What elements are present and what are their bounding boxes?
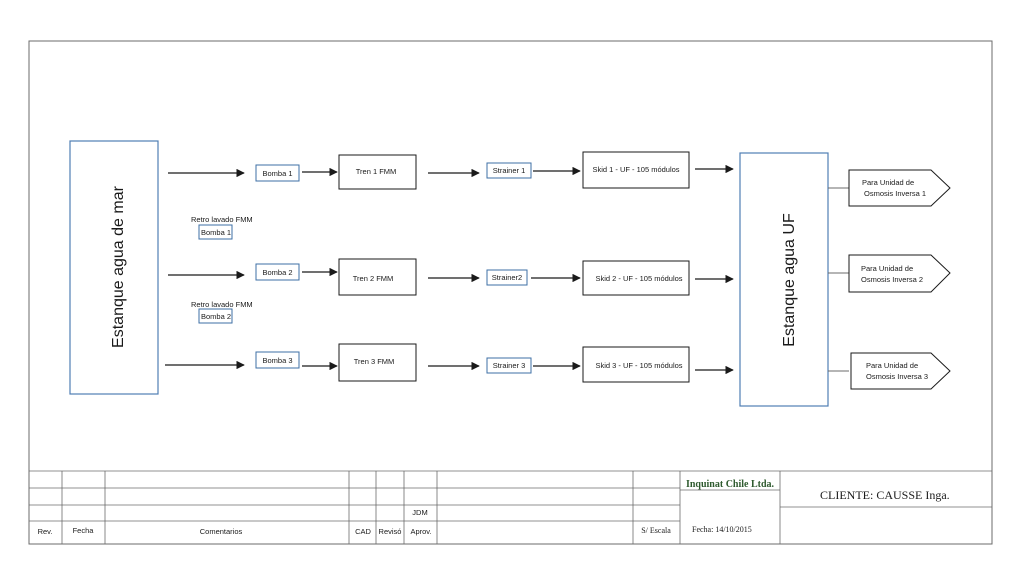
train-3: Tren 3 FMM	[338, 343, 417, 382]
skid-1: Skid 1 - UF - 105 módulos	[582, 151, 690, 189]
title-fecha: Fecha	[73, 526, 95, 535]
title-jdm: JDM	[412, 508, 427, 517]
output-ro-2-line1: Para Unidad de	[861, 264, 913, 273]
pump-3-label: Bomba 3	[262, 356, 292, 365]
title-aprov: Aprov.	[410, 527, 431, 536]
skid-3: Skid 3 - UF - 105 módulos	[582, 346, 690, 383]
pump-1: Bomba 1	[255, 164, 300, 182]
train-2-label: Tren 2 FMM	[353, 274, 394, 283]
title-reviso: Revisó	[379, 527, 402, 536]
train-1: Tren 1 FMM	[338, 154, 417, 190]
skid-2-label: Skid 2 - UF - 105 módulos	[595, 274, 682, 283]
output-ro-1-line1: Para Unidad de	[862, 178, 914, 187]
strainer-3: Strainer 3	[486, 357, 532, 374]
skid-1-label: Skid 1 - UF - 105 módulos	[592, 165, 679, 174]
title-block	[29, 470, 992, 544]
strainer-1: Strainer 1	[486, 162, 532, 179]
train-1-label: Tren 1 FMM	[356, 167, 397, 176]
pump-1-label: Bomba 1	[262, 169, 292, 178]
strainer-1-label: Strainer 1	[493, 166, 526, 175]
output-ro-2-line2: Osmosis Inversa 2	[861, 275, 923, 284]
backwash-2-title: Retro lavado FMM	[191, 300, 253, 309]
train-2: Tren 2 FMM	[338, 258, 417, 296]
company-logo-text: Inquinat Chile Ltda.	[686, 479, 775, 490]
output-ro-1-line2: Osmosis Inversa 1	[864, 189, 926, 198]
output-ro-3: Para Unidad de Osmosis Inversa 3	[850, 352, 951, 390]
output-ro-1: Para Unidad de Osmosis Inversa 1	[848, 169, 951, 207]
skid-2: Skid 2 - UF - 105 módulos	[582, 260, 690, 296]
drawing-frame	[28, 40, 993, 545]
sea-water-tank: Estanque agua de mar	[69, 140, 159, 395]
skid-3-label: Skid 3 - UF - 105 módulos	[595, 361, 682, 370]
sea-water-tank-label: Estanque agua de mar	[110, 185, 127, 348]
backwash-1-title: Retro lavado FMM	[191, 215, 253, 224]
title-comentarios: Comentarios	[200, 527, 243, 536]
strainer-2-label: Strainer2	[492, 273, 522, 282]
pump-2-label: Bomba 2	[262, 268, 292, 277]
title-escala: S/ Escala	[641, 526, 671, 535]
uf-tank: Estanque agua UF	[739, 152, 829, 407]
train-3-label: Tren 3 FMM	[354, 357, 395, 366]
output-ro-3-line2: Osmosis Inversa 3	[866, 372, 928, 381]
backwash-1: Retro lavado FMM Bomba 1	[191, 215, 253, 240]
pump-2: Bomba 2	[255, 263, 300, 281]
title-cliente: CLIENTE: CAUSSE Inga.	[820, 488, 950, 502]
strainer-2: Strainer2	[486, 269, 528, 286]
title-rev: Rev.	[38, 527, 53, 536]
pump-3: Bomba 3	[255, 351, 300, 369]
title-fecha-value: Fecha: 14/10/2015	[692, 525, 752, 534]
output-ro-3-line1: Para Unidad de	[866, 361, 918, 370]
backwash-2-pump: Bomba 2	[201, 312, 231, 321]
title-cad: CAD	[355, 527, 371, 536]
strainer-3-label: Strainer 3	[493, 361, 526, 370]
output-ro-2: Para Unidad de Osmosis Inversa 2	[848, 254, 951, 293]
uf-tank-label: Estanque agua UF	[781, 213, 798, 347]
backwash-2: Retro lavado FMM Bomba 2	[191, 300, 253, 324]
backwash-1-pump: Bomba 1	[201, 228, 231, 237]
